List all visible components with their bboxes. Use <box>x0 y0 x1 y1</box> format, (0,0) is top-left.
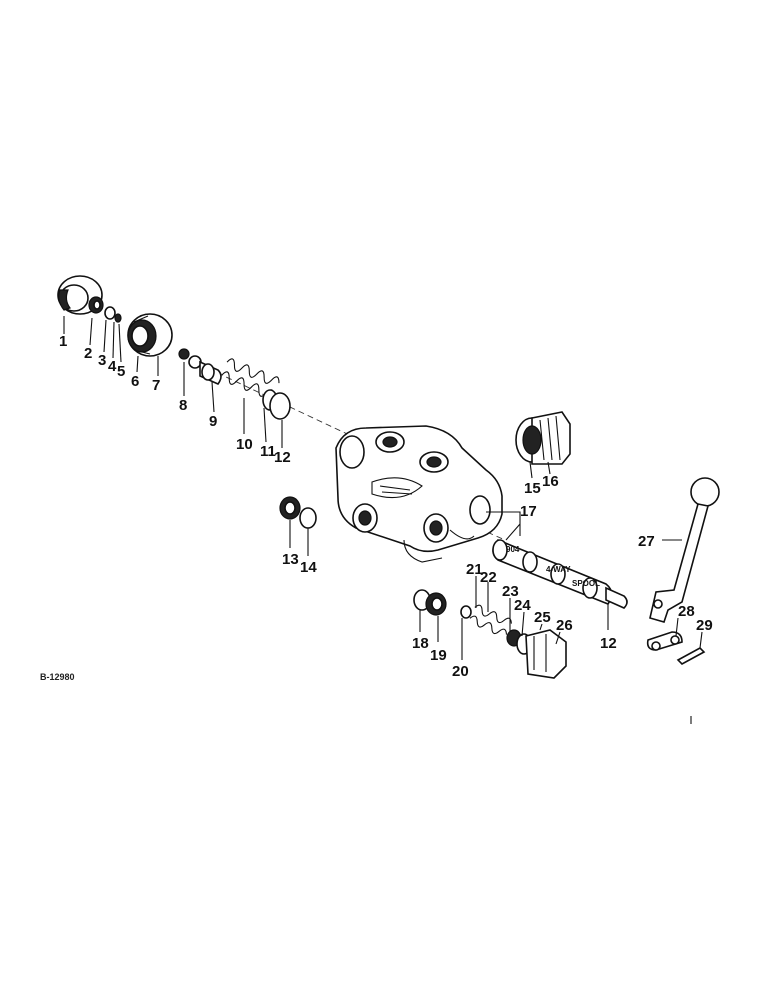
leader-lines <box>63 316 703 724</box>
callout-14: 14 <box>300 559 317 576</box>
part-sleeve <box>199 360 222 385</box>
callout-10: 10 <box>236 436 253 453</box>
part-relief-assembly <box>460 604 567 679</box>
part-spool: 904 4-WAY SPOOL <box>492 539 628 609</box>
callout-1: 1 <box>59 333 67 350</box>
callout-26: 26 <box>556 617 573 634</box>
callout-6: 6 <box>131 373 139 390</box>
callout-15: 15 <box>524 480 541 497</box>
callout-13: 13 <box>282 551 299 568</box>
callout-2: 2 <box>84 345 92 362</box>
callout-20: 20 <box>452 663 469 680</box>
drawing-reference-number: B-12980 <box>40 672 75 682</box>
callout-11: 11 <box>260 443 276 460</box>
callout-5: 5 <box>117 363 125 380</box>
spool-stamp-2: 4-WAY <box>546 565 571 574</box>
callout-21: 21 <box>466 561 483 578</box>
part-check-plug <box>279 496 317 529</box>
callout-27: 27 <box>638 533 655 550</box>
part-port-plug <box>515 411 571 465</box>
part-piston-plug <box>127 313 173 357</box>
part-handle-lever <box>649 477 720 623</box>
callout-23: 23 <box>502 583 519 600</box>
callout-labels: 1 2 3 4 5 6 7 8 9 10 11 12 13 14 15 16 1… <box>59 333 713 680</box>
part-rings <box>262 389 291 420</box>
part-seal-cup <box>413 589 447 616</box>
part-poppet <box>178 348 202 369</box>
callout-12-lower: 12 <box>600 635 617 652</box>
callout-9: 9 <box>209 413 217 430</box>
callout-17: 17 <box>520 503 537 520</box>
callout-12-upper: 12 <box>274 449 291 466</box>
callout-22: 22 <box>480 569 497 586</box>
callout-4: 4 <box>108 358 117 375</box>
callout-18: 18 <box>412 635 429 652</box>
spool-stamp-1: 904 <box>506 545 520 554</box>
callout-7: 7 <box>152 377 160 394</box>
spool-stamp-3: SPOOL <box>572 579 600 588</box>
callout-8: 8 <box>179 397 187 414</box>
callout-24: 24 <box>514 597 531 614</box>
callout-25: 25 <box>534 609 551 626</box>
callout-16: 16 <box>542 473 559 490</box>
valve-body <box>335 425 503 563</box>
callout-28: 28 <box>678 603 695 620</box>
part-link-pin <box>646 631 706 665</box>
callout-3: 3 <box>98 352 106 369</box>
callout-29: 29 <box>696 617 713 634</box>
part-end-cap <box>57 275 103 315</box>
part-nut-washers <box>88 296 122 323</box>
callout-19: 19 <box>430 647 447 664</box>
